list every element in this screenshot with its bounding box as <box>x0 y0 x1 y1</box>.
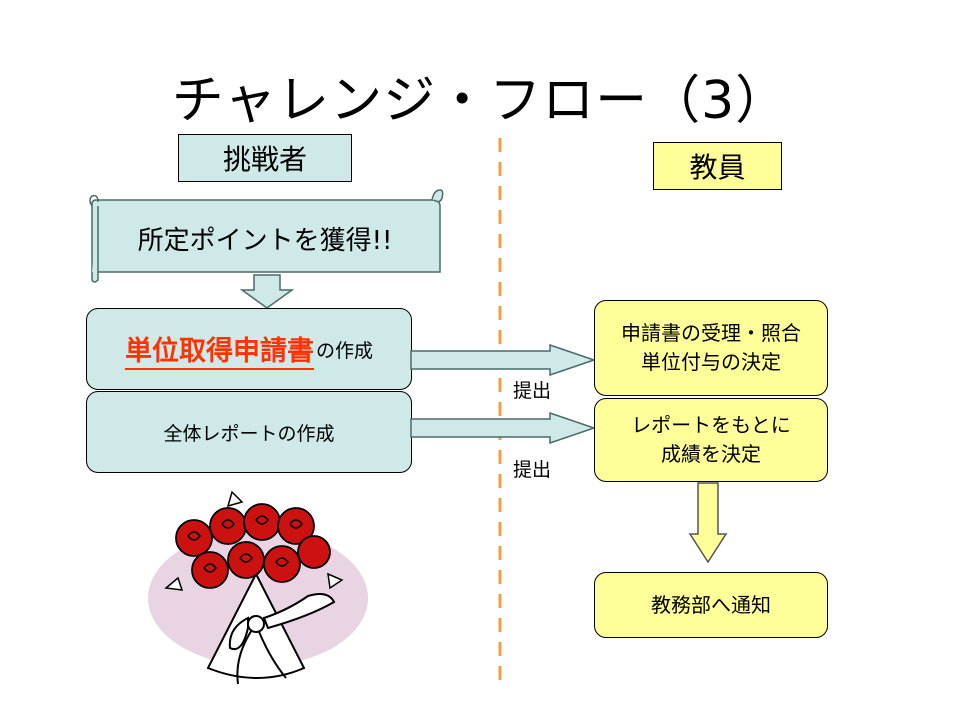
submit-label: 提出 <box>513 459 552 481</box>
application-form-suffix: の作成 <box>315 339 373 362</box>
right-arrow-icon <box>410 412 596 444</box>
down-arrow-icon <box>688 482 728 564</box>
report-label: 全体レポートの作成 <box>163 422 335 445</box>
application-review-line2: 単位付与の決定 <box>641 350 781 374</box>
right-arrow-icon <box>410 344 596 376</box>
submit-label: 提出 <box>513 380 552 402</box>
application-form-box: 単位取得申請書 の作成 <box>86 308 412 390</box>
scroll-text: 所定ポイントを獲得!! <box>137 225 393 256</box>
scroll-banner <box>89 189 444 283</box>
report-box: 全体レポートの作成 <box>86 391 412 473</box>
challenger-header: 挑戦者 <box>178 134 352 182</box>
grade-decision-line2: 成績を決定 <box>661 442 761 466</box>
down-arrow-icon <box>240 274 295 309</box>
center-divider <box>498 138 502 690</box>
notify-office-box: 教務部へ通知 <box>594 572 828 638</box>
application-form-emphasis: 単位取得申請書 <box>124 329 314 370</box>
application-review-box: 申請書の受理・照合 単位付与の決定 <box>594 300 828 396</box>
rose-bouquet-icon <box>148 490 368 685</box>
grade-decision-line1: レポートをもとに <box>631 413 791 437</box>
teacher-header: 教員 <box>653 142 782 190</box>
application-review-line1: 申請書の受理・照合 <box>621 321 801 345</box>
grade-decision-box: レポートをもとに 成績を決定 <box>594 398 828 482</box>
page-title: チャレンジ・フロー（3） <box>171 71 789 131</box>
